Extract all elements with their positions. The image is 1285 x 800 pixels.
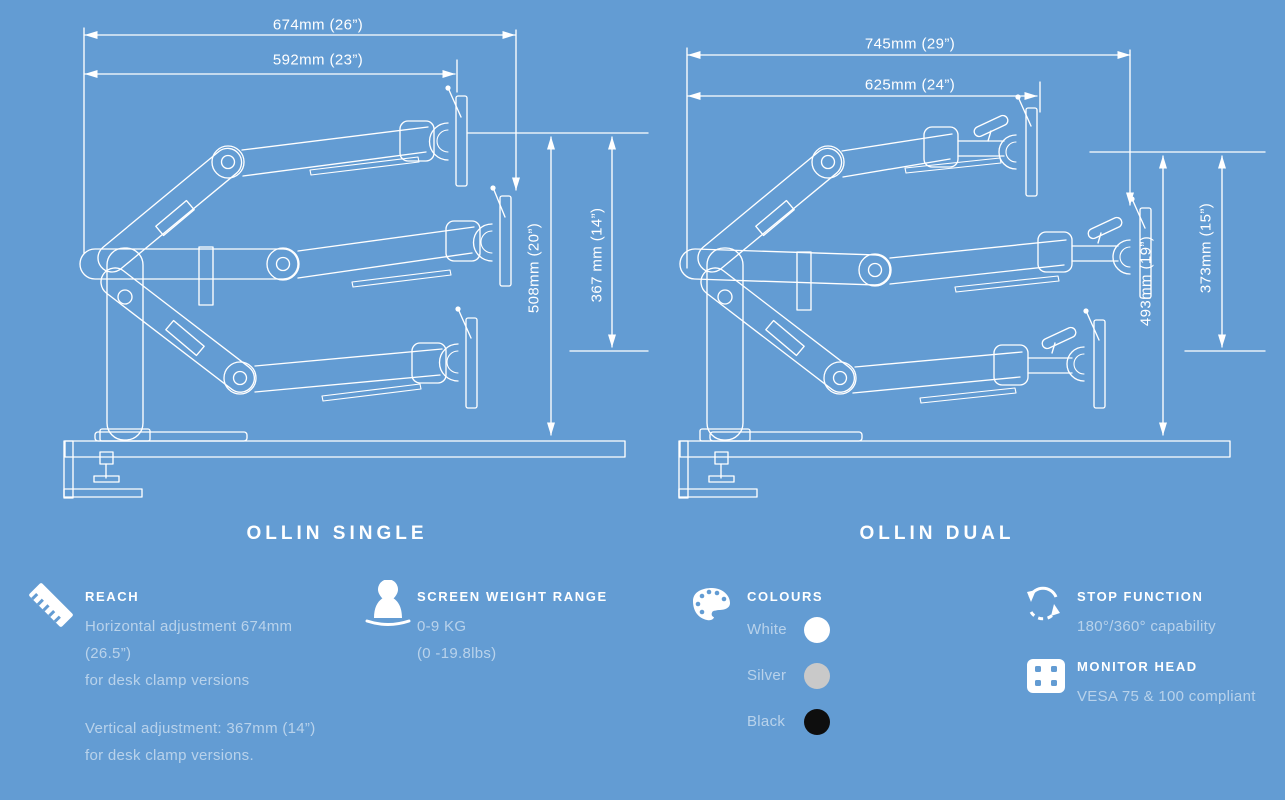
colour-swatch-black	[804, 709, 830, 735]
single-arm-drawing	[63, 85, 626, 499]
single-inner-reach-label: 592mm (23”)	[272, 51, 364, 69]
reach-line: Vertical adjustment: 367mm (14”)	[85, 720, 316, 737]
dual-dimension-lines	[686, 47, 1266, 436]
dual-outer-reach-label: 745mm (29”)	[864, 35, 956, 53]
colour-option-white-label: White	[747, 621, 787, 638]
reach-line: for desk clamp versions	[85, 672, 250, 689]
spec-screen-weight: SCREEN WEIGHT RANGE 0-9 KG (0 -19.8lbs)	[417, 589, 677, 667]
dual-title: OLLIN DUAL	[859, 523, 1015, 544]
reach-line: for desk clamp versions.	[85, 747, 254, 764]
reach-line: Horizontal adjustment 674mm	[85, 618, 293, 635]
stop-function-line: 180°/360° capability	[1077, 618, 1216, 635]
monitor-head-line: VESA 75 & 100 compliant	[1077, 688, 1256, 705]
single-title: OLLIN SINGLE	[246, 523, 428, 544]
single-height-label: 508mm (20”)	[525, 222, 543, 314]
monitor-head-heading: MONITOR HEAD	[1077, 659, 1198, 674]
weight-line: (0 -19.8lbs)	[417, 645, 497, 662]
dual-inner-reach-label: 625mm (24”)	[864, 76, 956, 94]
colour-option-silver-label: Silver	[747, 667, 787, 684]
dual-arm-drawing	[678, 94, 1231, 499]
single-dimension-lines	[83, 27, 649, 436]
rotation-stop-icon	[1027, 586, 1060, 621]
reach-line: (26.5”)	[85, 645, 132, 662]
spec-reach: REACH Horizontal adjustment 674mm (26.5”…	[85, 589, 345, 769]
reach-heading: REACH	[85, 589, 140, 604]
spec-stop-function: STOP FUNCTION 180°/360° capability	[1077, 589, 1285, 640]
stop-function-heading: STOP FUNCTION	[1077, 589, 1204, 604]
weight-icon	[365, 580, 411, 626]
colour-swatch-silver	[804, 663, 830, 689]
screen-weight-heading: SCREEN WEIGHT RANGE	[417, 589, 608, 604]
colour-option-black-label: Black	[747, 713, 786, 730]
vesa-plate-icon	[1027, 659, 1065, 693]
single-outer-reach-label: 674mm (26”)	[272, 16, 364, 34]
colour-swatch-white	[804, 617, 830, 643]
ruler-icon	[29, 583, 73, 627]
weight-line: 0-9 KG	[417, 618, 467, 635]
single-vertical-label: 367 mm (14”)	[588, 207, 606, 303]
spec-colours: COLOURS	[747, 589, 947, 613]
spec-monitor-head: MONITOR HEAD VESA 75 & 100 compliant	[1077, 659, 1285, 710]
dual-vertical-label: 373mm (15”)	[1197, 202, 1215, 294]
dual-height-label: 493mm (19”)	[1137, 235, 1155, 327]
palette-icon	[693, 588, 730, 621]
colours-heading: COLOURS	[747, 589, 824, 604]
